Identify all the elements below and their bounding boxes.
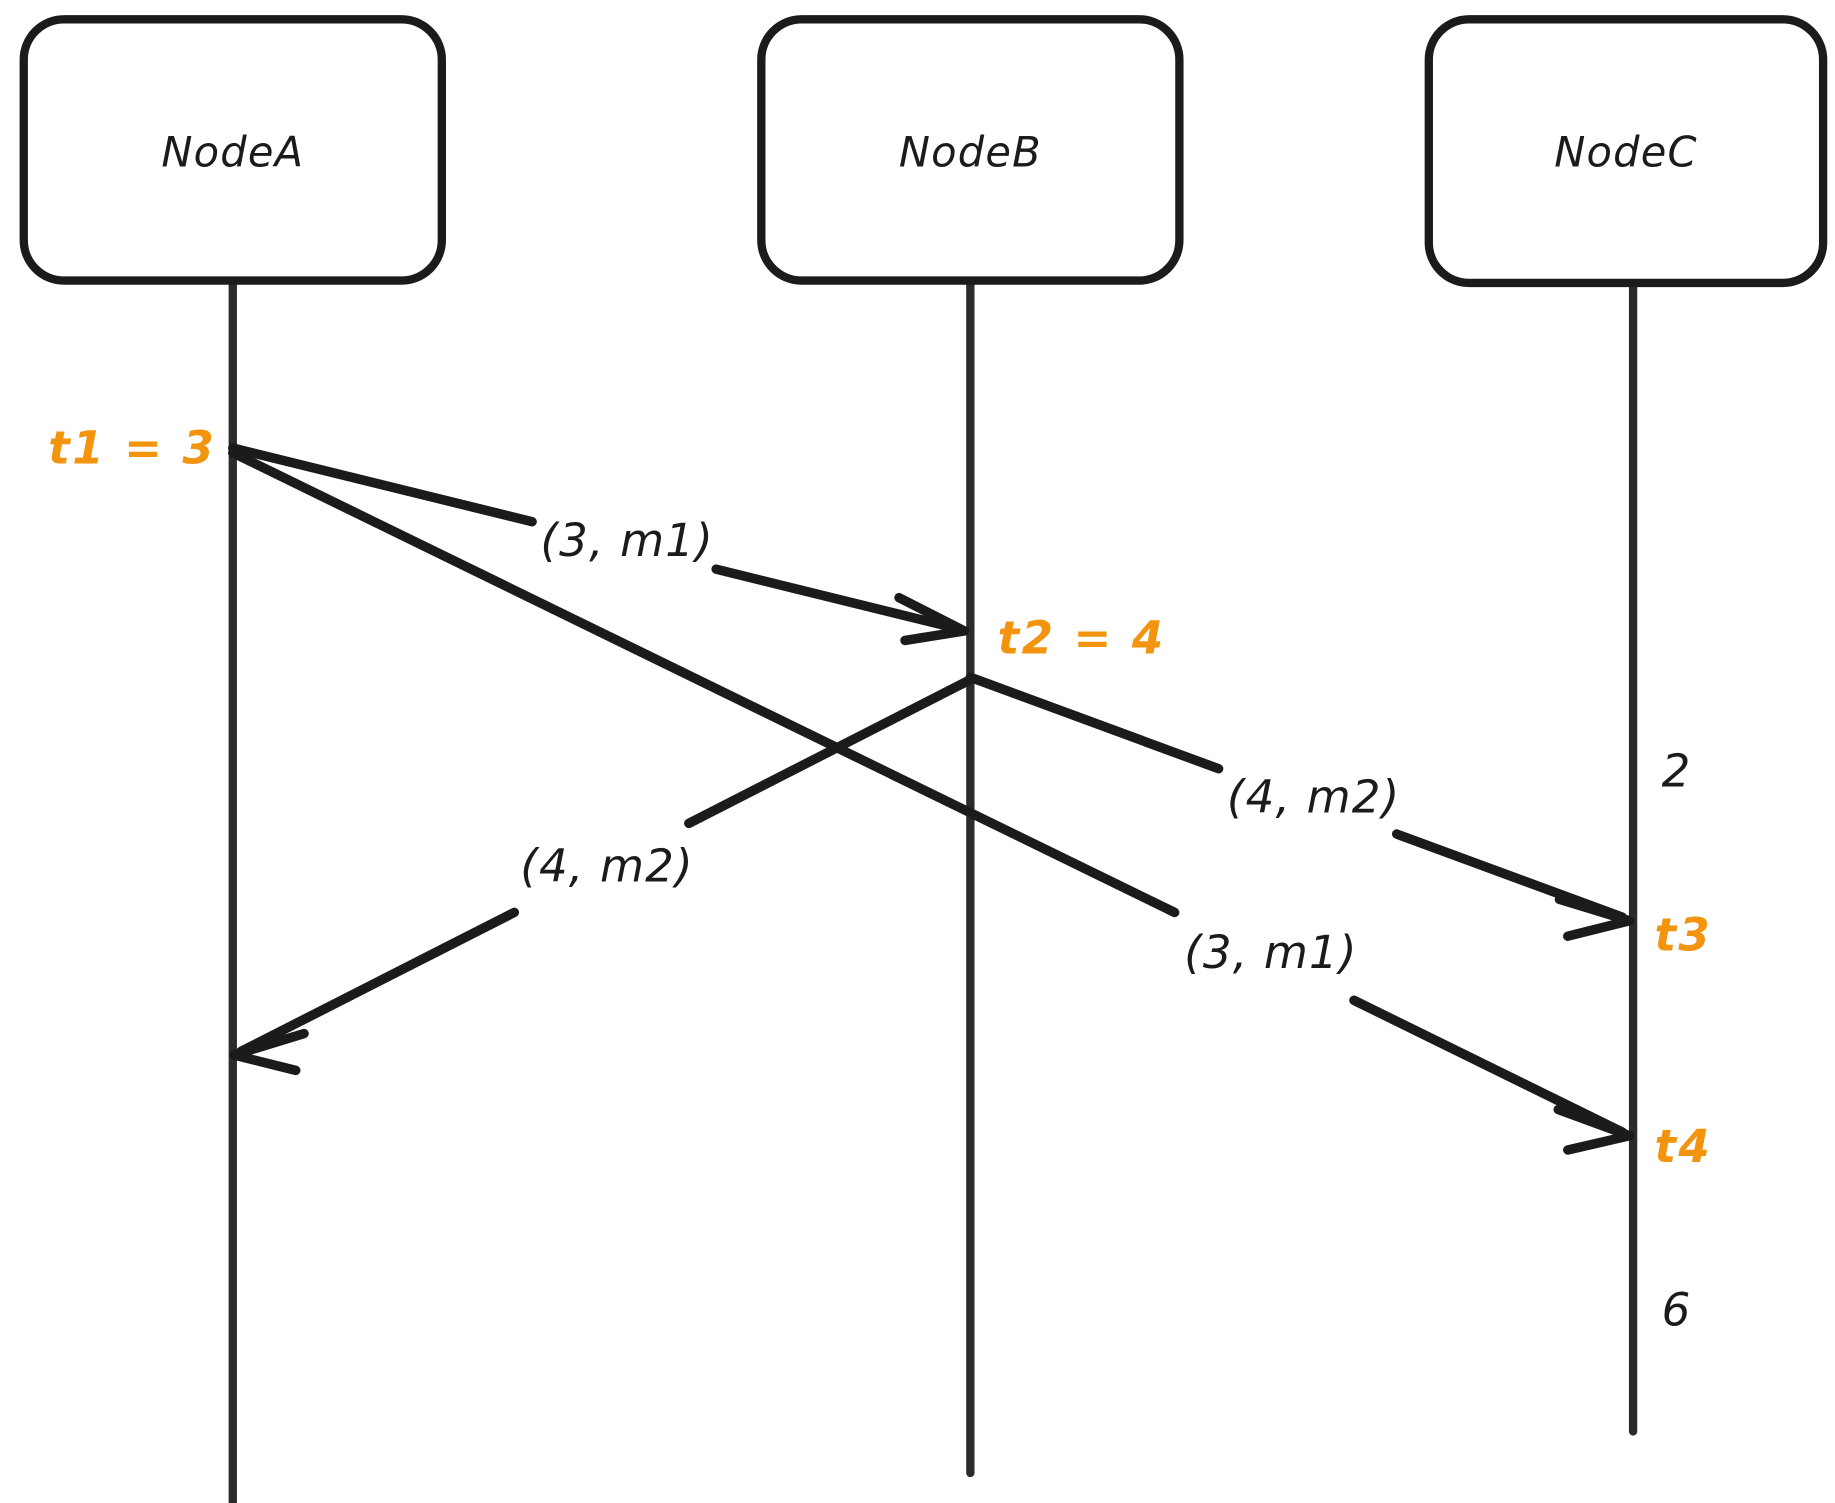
lifelines-group [228,276,1638,1503]
participant-box-nodeA[interactable] [19,15,446,285]
participant-nodeB[interactable]: NodeB [757,15,1184,285]
message-line-m2-b-to-c [965,672,1224,774]
time-label-t4: t4 [1654,1120,1712,1173]
clock-mark-6: 6 [1662,1284,1692,1337]
participant-label-nodeA: NodeA [161,128,304,177]
time-label-t3: t3 [1654,908,1712,961]
participant-label-nodeC: NodeC [1554,128,1697,177]
participant-nodeA[interactable]: NodeA [19,15,446,285]
message-m1-a-to-c[interactable]: (3, m1) [228,448,1635,1155]
participant-boxes-group: NodeA NodeB NodeC [19,15,1828,288]
message-label-m1-a-to-c: (3, m1) [1184,926,1358,979]
time-label-t1: t1 = 3 [48,421,216,474]
arrow-head-m2-b-to-a [229,1028,309,1076]
message-line-m1-a-to-c [228,448,1180,918]
arrow-head-m1-a-to-c [1553,1104,1635,1155]
participant-box-nodeC[interactable] [1424,15,1828,288]
time-labels-group: t1 = 3 t2 = 4 2 t3 t4 6 [48,421,1712,1337]
time-label-t2: t2 = 4 [998,612,1166,665]
arrow-head-m2-b-to-c [1554,894,1635,941]
message-label-m2-b-to-c: (4, m2) [1227,771,1401,824]
messages-group: (3, m1) (3, m1) (4, m2) (4, m [228,443,1635,1155]
message-label-m1-a-to-b: (3, m1) [540,514,714,567]
message-line-m1-a-to-c-cont [1349,995,1628,1137]
message-label-m2-b-to-a: (4, m2) [520,840,694,893]
message-m2-b-to-c[interactable]: (4, m2) [965,672,1635,941]
participant-box-nodeB[interactable] [757,15,1184,285]
message-m1-a-to-b[interactable]: (3, m1) [228,443,970,646]
arrow-head-m1-a-to-b [894,592,970,646]
message-line-m1-a-to-b [228,443,537,527]
clock-mark-2: 2 [1662,745,1692,798]
message-line-m2-b-to-a-cont [236,907,520,1057]
message-line-m1-a-to-b-cont [711,564,963,634]
participant-nodeC[interactable]: NodeC [1424,15,1828,288]
message-line-m2-b-to-a [684,674,976,829]
message-m2-b-to-a[interactable]: (4, m2) [229,674,976,1076]
participant-label-nodeB: NodeB [899,128,1042,177]
